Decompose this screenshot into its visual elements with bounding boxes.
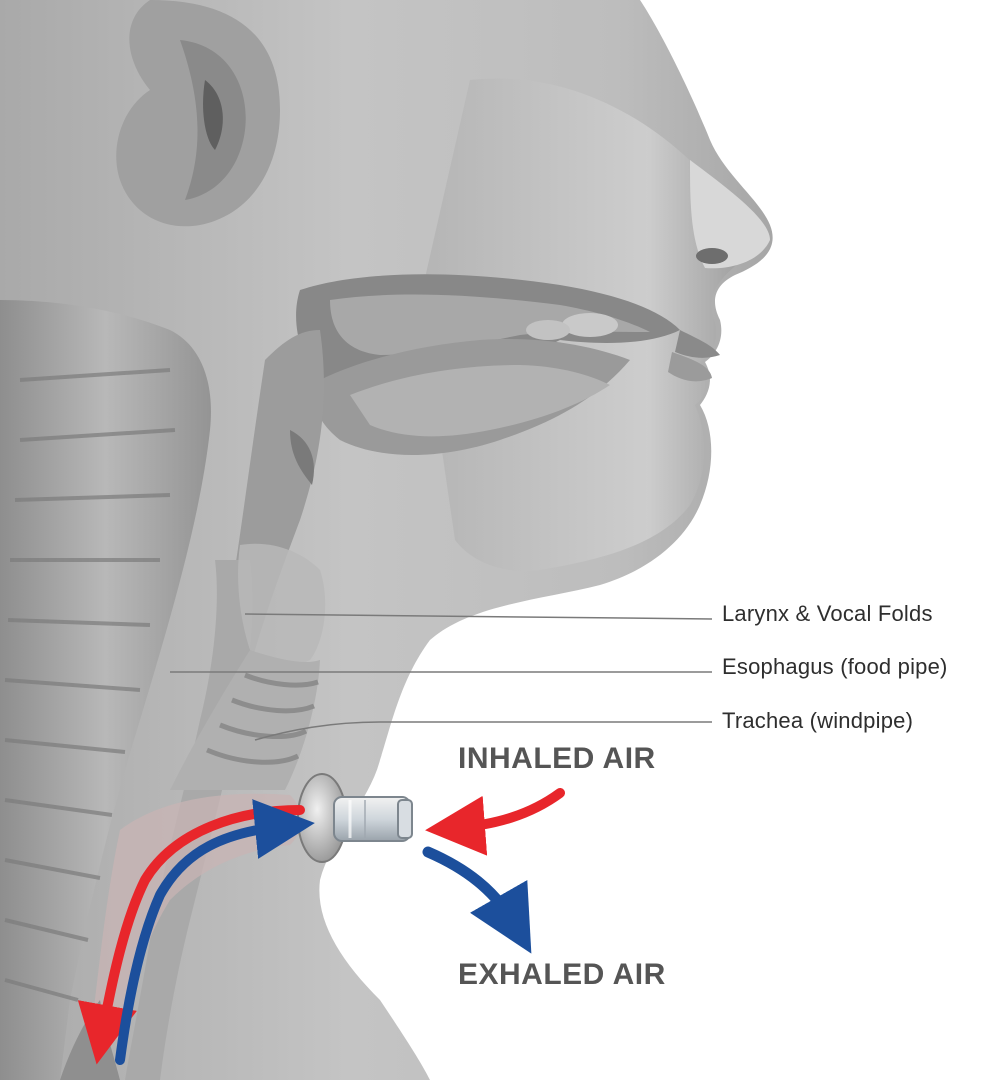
- trachea-label: Trachea (windpipe): [722, 708, 913, 734]
- exhaled-air-label: EXHALED AIR: [458, 958, 666, 992]
- larynx-label: Larynx & Vocal Folds: [722, 601, 933, 627]
- inhaled-air-label: INHALED AIR: [458, 742, 656, 776]
- esophagus-label: Esophagus (food pipe): [722, 654, 948, 680]
